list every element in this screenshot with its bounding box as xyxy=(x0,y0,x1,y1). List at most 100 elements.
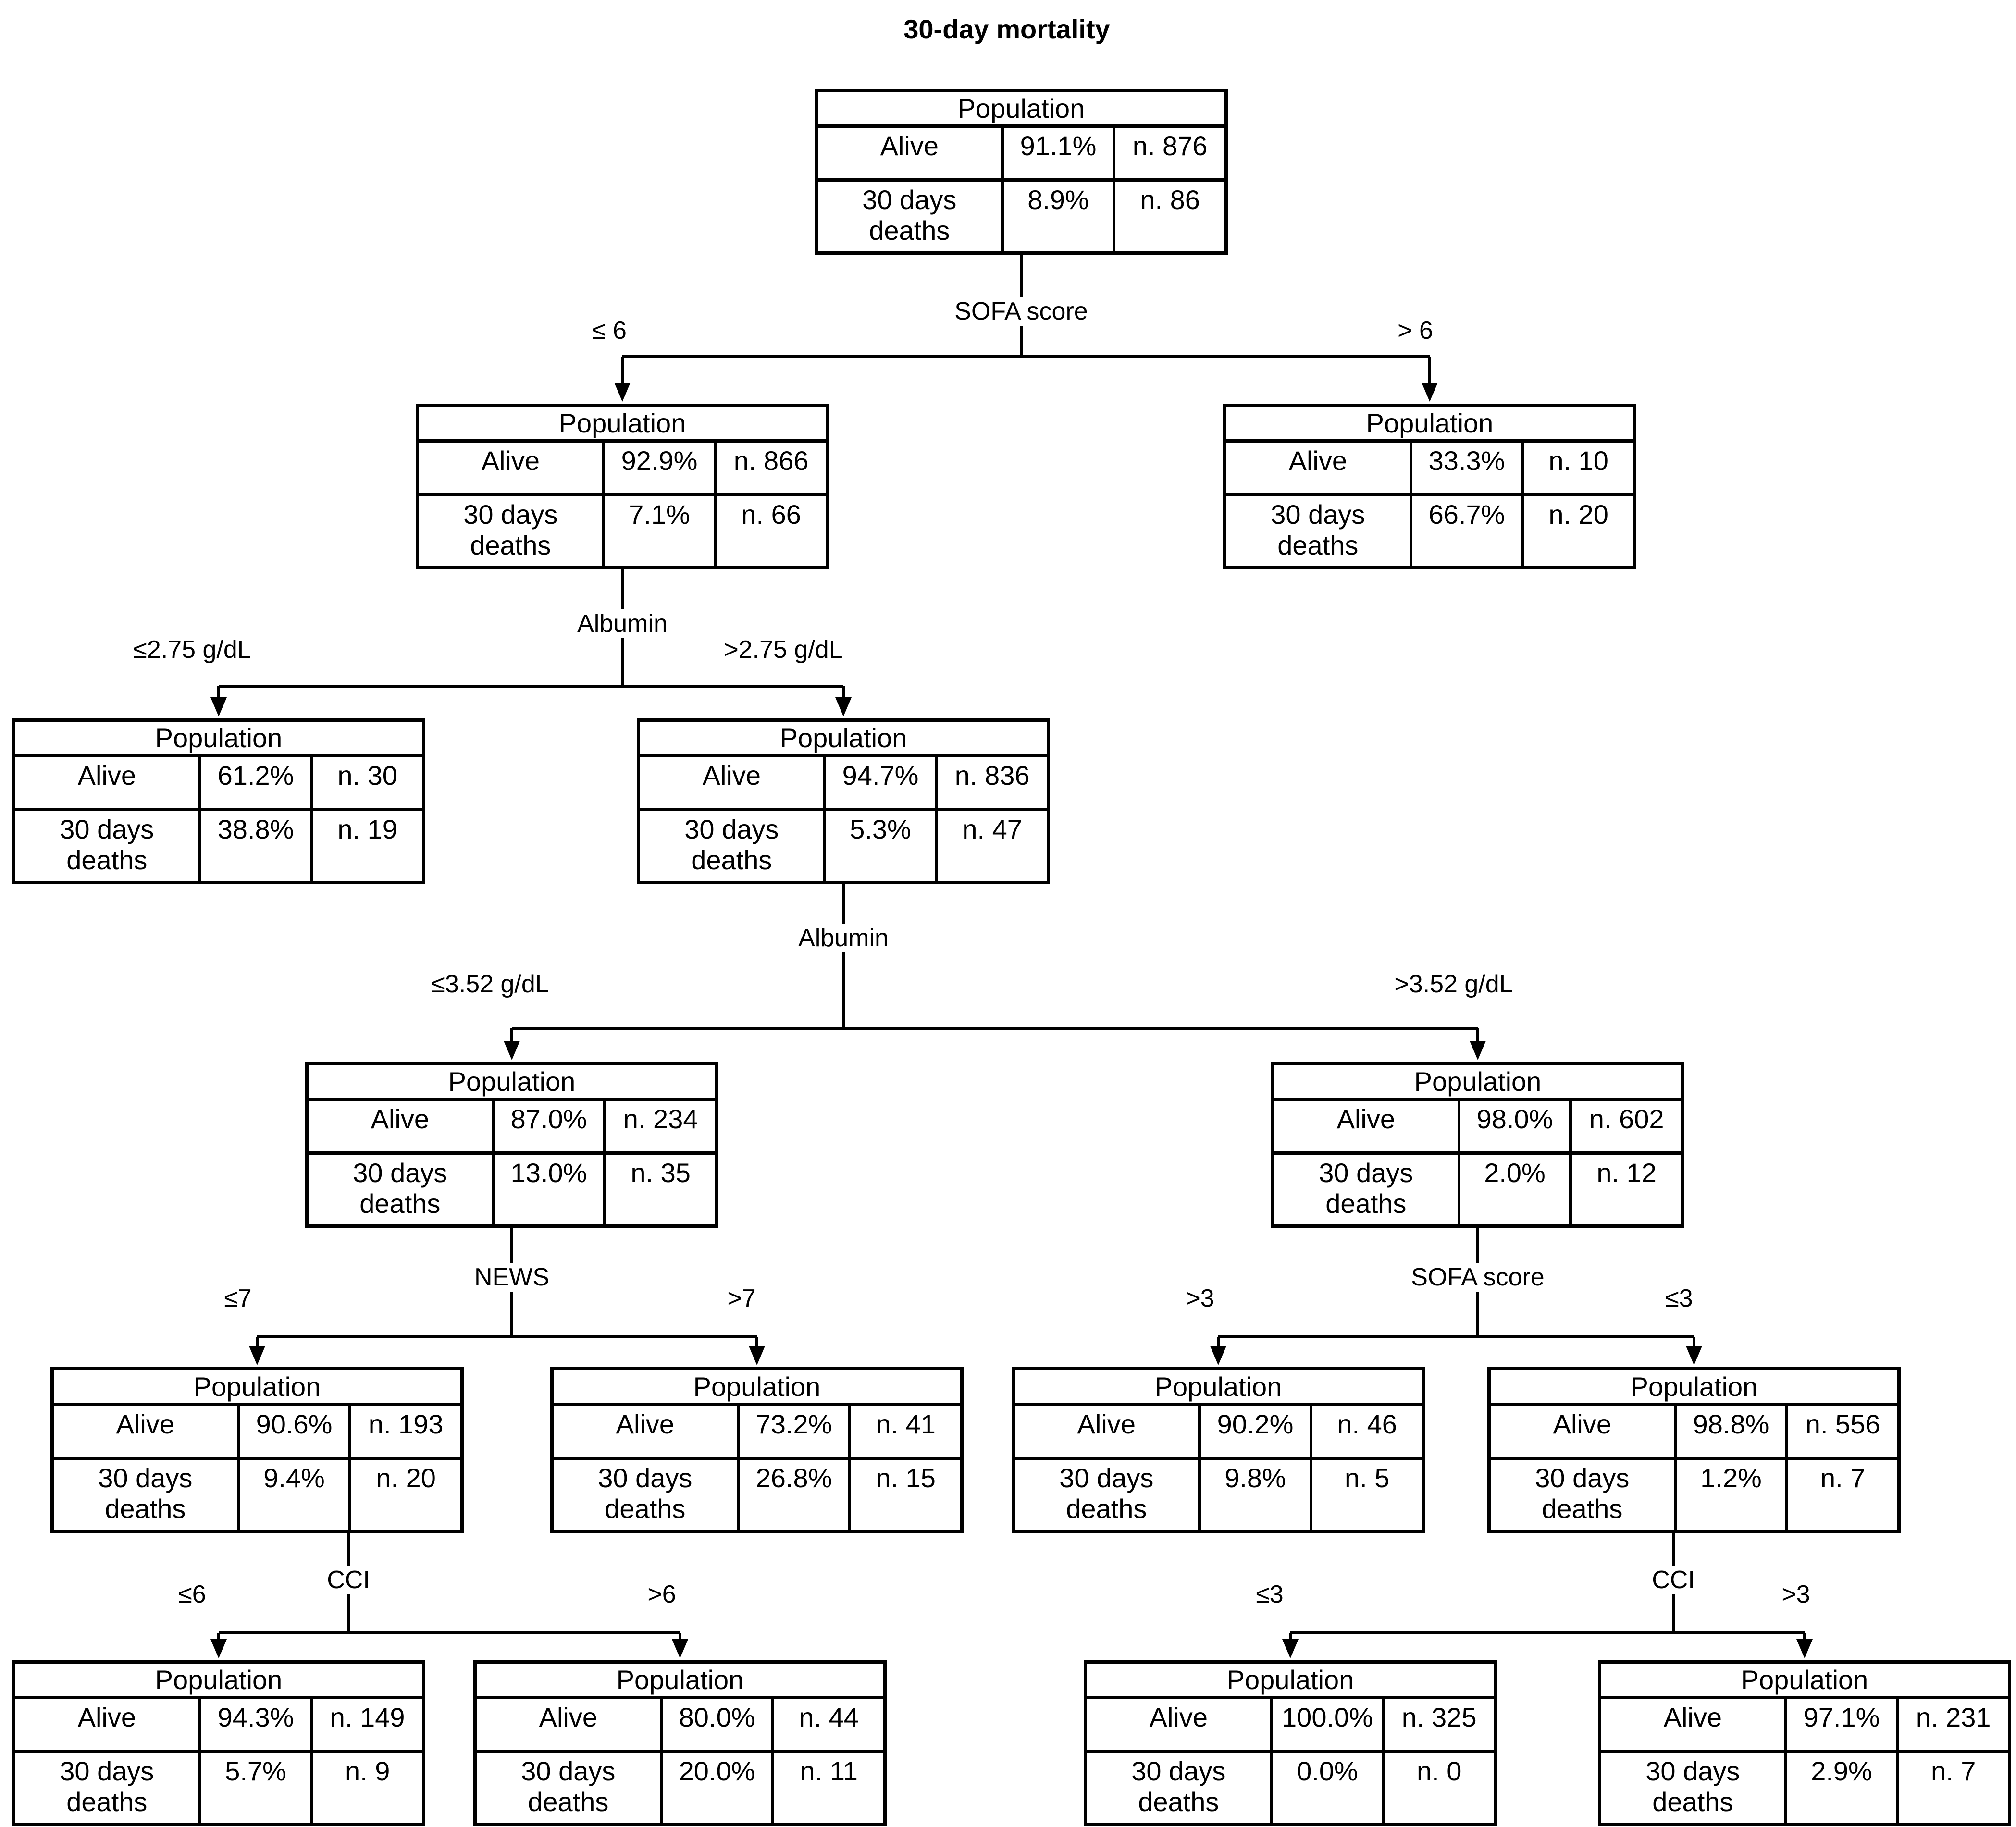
alive-label: Alive xyxy=(481,445,540,476)
deaths-count: n. 20 xyxy=(1521,496,1633,566)
alive-label: Alive xyxy=(702,760,761,790)
population-node-title: Population xyxy=(15,1664,422,1699)
alive-percent: 94.3% xyxy=(198,1699,310,1750)
deaths-count: n. 7 xyxy=(1896,1753,2008,1823)
deaths-label: 30 days deaths xyxy=(862,185,957,246)
split-label-cci-2: CCI xyxy=(1646,1566,1701,1594)
alive-row: Alive 92.9% n. 866 xyxy=(419,443,826,496)
deaths-count: n. 11 xyxy=(771,1753,883,1823)
alive-label: Alive xyxy=(539,1702,598,1732)
deaths-label: 30 days deaths xyxy=(684,814,779,876)
population-node-albumin-gt352: Population Alive 98.0% n. 602 30 days de… xyxy=(1271,1062,1684,1228)
alive-count: n. 234 xyxy=(603,1101,715,1151)
deaths-label: 30 days deaths xyxy=(463,499,558,561)
alive-percent: 97.1% xyxy=(1784,1699,1896,1750)
alive-label: Alive xyxy=(77,1702,136,1732)
alive-count: n. 41 xyxy=(848,1406,960,1457)
alive-count: n. 231 xyxy=(1896,1699,2008,1750)
population-node-title: Population xyxy=(1015,1370,1422,1406)
population-node-title: Population xyxy=(15,722,422,757)
alive-percent: 98.8% xyxy=(1673,1406,1786,1457)
alive-label: Alive xyxy=(1663,1702,1722,1732)
deaths-row: 30 days deaths 26.8% n. 15 xyxy=(554,1460,960,1530)
threshold-cci1-left: ≤6 xyxy=(173,1580,212,1609)
alive-label: Alive xyxy=(1336,1104,1396,1134)
population-node-albumin-le275: Population Alive 61.2% n. 30 30 days dea… xyxy=(12,718,425,884)
alive-row: Alive 98.8% n. 556 xyxy=(1491,1406,1897,1460)
threshold-sofa1-right: > 6 xyxy=(1392,316,1439,345)
deaths-percent: 2.9% xyxy=(1784,1753,1896,1823)
alive-row: Alive 90.2% n. 46 xyxy=(1015,1406,1422,1460)
deaths-row: 30 days deaths 8.9% n. 86 xyxy=(818,182,1224,251)
deaths-percent: 8.9% xyxy=(1001,182,1113,251)
alive-percent: 90.2% xyxy=(1198,1406,1310,1457)
population-node-title: Population xyxy=(309,1065,715,1101)
deaths-count: n. 19 xyxy=(310,811,422,881)
alive-percent: 92.9% xyxy=(602,443,714,493)
population-node-albumin-gt275: Population Alive 94.7% n. 836 30 days de… xyxy=(637,718,1050,884)
alive-percent: 100.0% xyxy=(1270,1699,1382,1750)
deaths-label: 30 days deaths xyxy=(1319,1158,1413,1219)
deaths-percent: 0.0% xyxy=(1270,1753,1382,1823)
population-node-title: Population xyxy=(1491,1370,1897,1406)
deaths-count: n. 5 xyxy=(1310,1460,1422,1530)
population-node-cci-le6: Population Alive 94.3% n. 149 30 days de… xyxy=(12,1660,425,1826)
deaths-count: n. 15 xyxy=(848,1460,960,1530)
population-node-title: Population xyxy=(54,1370,460,1406)
deaths-count: n. 7 xyxy=(1785,1460,1897,1530)
alive-row: Alive 33.3% n. 10 xyxy=(1226,443,1633,496)
alive-label: Alive xyxy=(1077,1409,1136,1439)
deaths-percent: 26.8% xyxy=(736,1460,849,1530)
deaths-label: 30 days deaths xyxy=(1059,1463,1154,1524)
population-node-title: Population xyxy=(1601,1664,2008,1699)
threshold-sofa2-left: >3 xyxy=(1180,1284,1220,1313)
threshold-albumin275-right: >2.75 g/dL xyxy=(718,635,849,664)
population-node-sofa-gt6: Population Alive 33.3% n. 10 30 days dea… xyxy=(1223,404,1636,569)
deaths-count: n. 20 xyxy=(348,1460,460,1530)
alive-count: n. 44 xyxy=(771,1699,883,1750)
alive-count: n. 10 xyxy=(1521,443,1633,493)
deaths-percent: 9.4% xyxy=(236,1460,349,1530)
deaths-label: 30 days deaths xyxy=(60,814,154,876)
population-node-root: Population Alive 91.1% n. 876 30 days de… xyxy=(815,89,1228,255)
threshold-albumin275-left: ≤2.75 g/dL xyxy=(127,635,257,664)
alive-percent: 61.2% xyxy=(198,757,310,808)
deaths-label: 30 days deaths xyxy=(521,1756,616,1817)
threshold-cci2-left: ≤3 xyxy=(1250,1580,1289,1609)
alive-percent: 98.0% xyxy=(1457,1101,1570,1151)
deaths-row: 30 days deaths 9.8% n. 5 xyxy=(1015,1460,1422,1530)
deaths-percent: 20.0% xyxy=(659,1753,772,1823)
deaths-percent: 2.0% xyxy=(1457,1155,1570,1224)
page-title: 30-day mortality xyxy=(903,14,1110,44)
split-label-sofa-score-2: SOFA score xyxy=(1405,1263,1550,1292)
alive-count: n. 556 xyxy=(1785,1406,1897,1457)
population-node-albumin-le352: Population Alive 87.0% n. 234 30 days de… xyxy=(305,1062,718,1228)
threshold-news-left: ≤7 xyxy=(218,1284,258,1313)
deaths-label: 30 days deaths xyxy=(598,1463,693,1524)
alive-row: Alive 90.6% n. 193 xyxy=(54,1406,460,1460)
alive-count: n. 866 xyxy=(714,443,826,493)
alive-label: Alive xyxy=(77,760,136,790)
split-label-albumin-275: Albumin xyxy=(571,609,673,638)
threshold-sofa1-left: ≤ 6 xyxy=(586,316,632,345)
alive-label: Alive xyxy=(1288,445,1348,476)
alive-percent: 80.0% xyxy=(659,1699,772,1750)
deaths-row: 30 days deaths 1.2% n. 7 xyxy=(1491,1460,1897,1530)
arrowheads xyxy=(210,383,1813,1658)
alive-count: n. 836 xyxy=(935,757,1047,808)
alive-row: Alive 80.0% n. 44 xyxy=(477,1699,883,1753)
deaths-percent: 5.3% xyxy=(823,811,935,881)
alive-label: Alive xyxy=(371,1104,430,1134)
population-node-title: Population xyxy=(818,92,1224,128)
deaths-label: 30 days deaths xyxy=(1131,1756,1226,1817)
split-label-cci-1: CCI xyxy=(321,1566,376,1594)
deaths-label: 30 days deaths xyxy=(60,1756,154,1817)
deaths-row: 30 days deaths 2.0% n. 12 xyxy=(1274,1155,1681,1224)
alive-row: Alive 94.7% n. 836 xyxy=(640,757,1047,811)
deaths-percent: 1.2% xyxy=(1673,1460,1786,1530)
deaths-percent: 38.8% xyxy=(198,811,310,881)
deaths-count: n. 47 xyxy=(935,811,1047,881)
population-node-sofa2-gt3: Population Alive 90.2% n. 46 30 days dea… xyxy=(1012,1367,1425,1533)
deaths-row: 30 days deaths 5.7% n. 9 xyxy=(15,1753,422,1823)
